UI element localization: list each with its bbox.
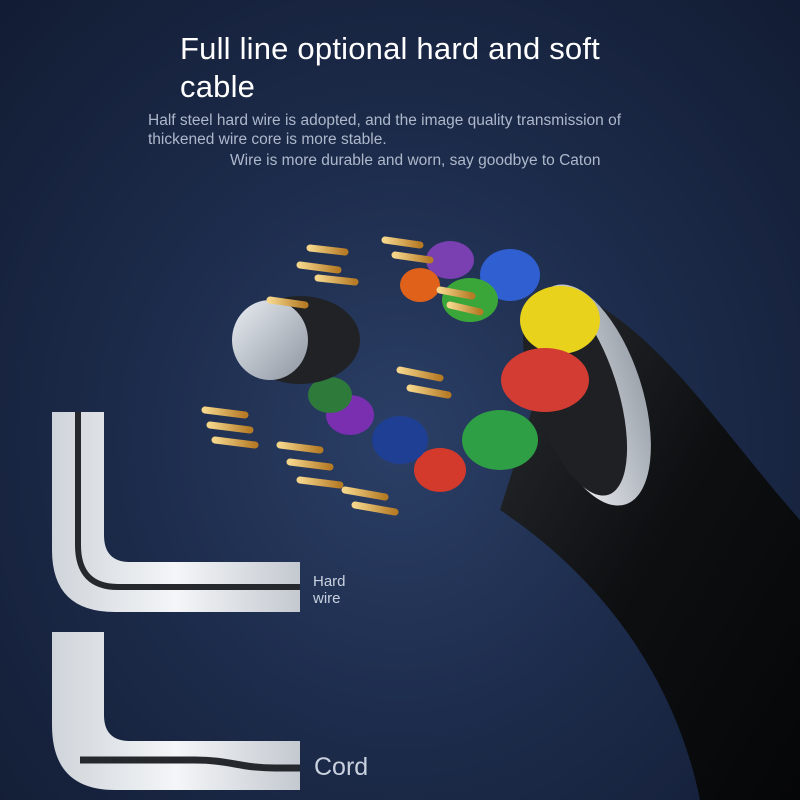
hard-wire-label: Hard wire	[313, 573, 346, 607]
cord-diagram	[52, 632, 300, 790]
cord-label: Cord	[314, 753, 369, 781]
steel-core	[232, 296, 360, 384]
heading-title: Full line optional hard and soft cable	[180, 31, 600, 104]
inner-cores	[308, 241, 600, 492]
description-text-secondary: Wire is more durable and worn, say goodb…	[230, 152, 601, 169]
copper-strands	[201, 236, 484, 516]
hard-wire-diagram	[52, 412, 300, 612]
description-text: Half steel hard wire is adopted, and the…	[148, 112, 621, 148]
